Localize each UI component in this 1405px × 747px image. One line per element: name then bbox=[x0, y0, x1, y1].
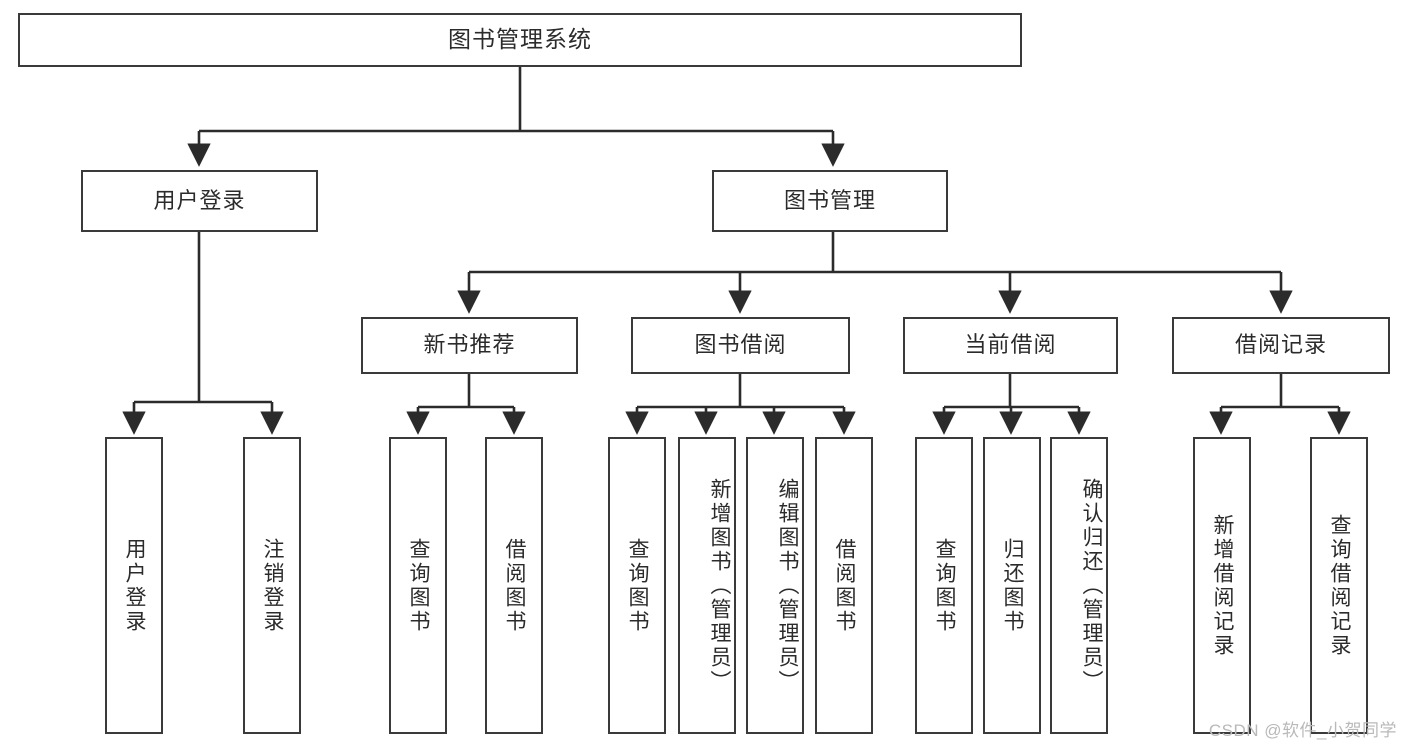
node-user-login[interactable]: 用户登录 bbox=[81, 170, 318, 232]
node-book-borrow[interactable]: 图书借阅 bbox=[631, 317, 850, 374]
leaf-user-login[interactable]: 用户登录 bbox=[105, 437, 163, 734]
leaf-query-book-current[interactable]: 查询图书 bbox=[915, 437, 973, 734]
leaf-query-book-recommend[interactable]: 查询图书 bbox=[389, 437, 447, 734]
node-book-management[interactable]: 图书管理 bbox=[712, 170, 948, 232]
leaf-borrow-book[interactable]: 借阅图书 bbox=[815, 437, 873, 734]
leaf-borrow-book-recommend[interactable]: 借阅图书 bbox=[485, 437, 543, 734]
leaf-add-book-admin[interactable]: 新增图书（管理员） bbox=[678, 437, 736, 734]
leaf-add-borrow-record[interactable]: 新增借阅记录 bbox=[1193, 437, 1251, 734]
node-root-book-management-system[interactable]: 图书管理系统 bbox=[18, 13, 1022, 67]
node-current-borrow[interactable]: 当前借阅 bbox=[903, 317, 1118, 374]
leaf-confirm-return-admin[interactable]: 确认归还（管理员） bbox=[1050, 437, 1108, 734]
csdn-watermark: CSDN @软件_小贺同学 bbox=[1208, 721, 1397, 740]
node-borrow-record[interactable]: 借阅记录 bbox=[1172, 317, 1390, 374]
node-new-book-recommend[interactable]: 新书推荐 bbox=[361, 317, 578, 374]
leaf-logout[interactable]: 注销登录 bbox=[243, 437, 301, 734]
leaf-edit-book-admin[interactable]: 编辑图书（管理员） bbox=[746, 437, 804, 734]
leaf-return-book[interactable]: 归还图书 bbox=[983, 437, 1041, 734]
leaf-query-book-borrow[interactable]: 查询图书 bbox=[608, 437, 666, 734]
leaf-query-borrow-record[interactable]: 查询借阅记录 bbox=[1310, 437, 1368, 734]
